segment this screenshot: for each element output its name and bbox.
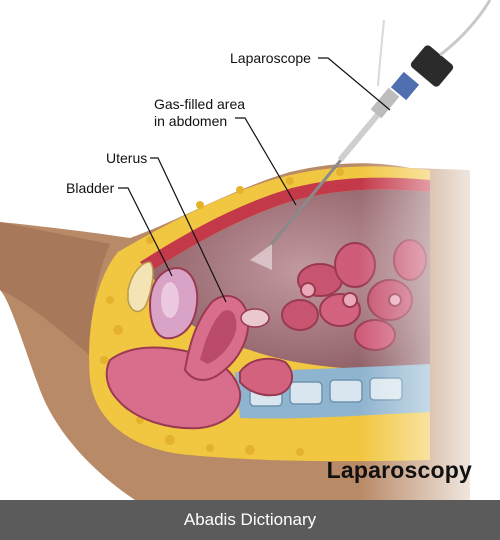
bladder-label-text: Bladder [66,180,115,196]
gas-filled-label: Gas-filled area in abdomen [154,96,245,130]
pubic-bone [127,261,154,313]
sigmoid-colon [239,357,293,397]
thigh [0,222,110,360]
diagram-title: Laparoscopy [326,457,472,483]
uterus-label: Uterus [106,150,147,167]
gas-filled-label-line1: Gas-filled area [154,96,246,112]
leader-lines [118,57,391,303]
scope-light-cone [250,244,272,270]
laparoscope-instrument [268,0,492,247]
laparoscope-label-text: Laparoscope [230,50,311,66]
footer-text: Abadis Dictionary [183,510,317,529]
gas-filled-label-line2: in abdomen [154,113,228,129]
footer-bar: Abadis Dictionary [0,500,500,540]
laparoscope-label: Laparoscope [230,50,311,67]
laparoscopy-illustration [0,0,500,500]
bladder-highlight [161,282,179,318]
right-fade [360,150,500,500]
ovary [240,308,270,328]
bladder-label: Bladder [66,180,114,197]
uterus-label-text: Uterus [106,150,148,166]
uterus-inner [200,310,237,364]
